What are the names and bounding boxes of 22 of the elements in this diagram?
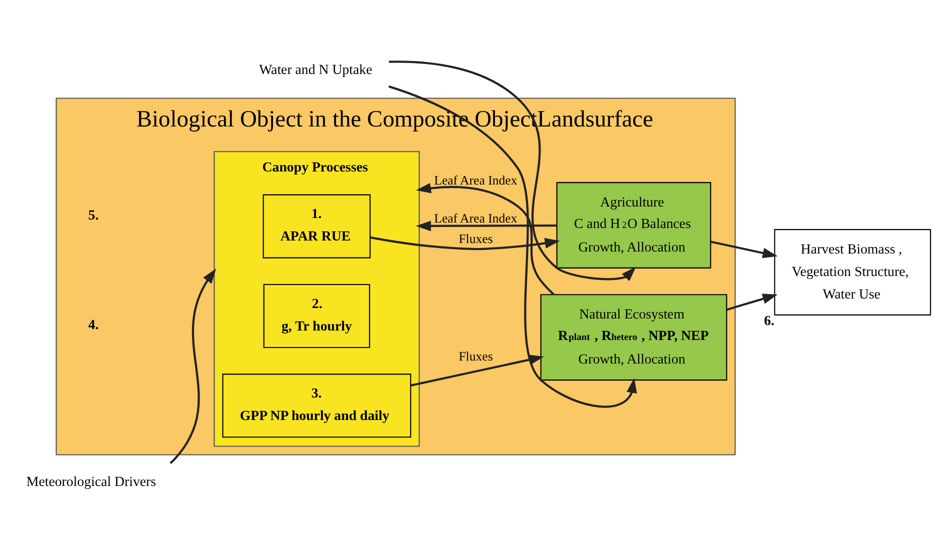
edge-label: Fluxes [458,349,493,364]
arrow [388,85,637,408]
label: 5. [88,208,99,224]
arrow [416,182,554,296]
node-box: 3. GPP NP hourly and daily [222,374,412,438]
arrow [726,294,778,311]
arrow [416,220,557,232]
edge-label: Leaf Area Index [434,212,518,226]
edge-label: Fluxes [458,232,493,246]
arrow [388,60,636,282]
node-box: Harvest Biomass , Vegetation Structure, Water Use [774,229,932,316]
node-box: Natural Ecosystem Rplant , Rhetero , NPP, NEP Growth, Allocation [540,294,728,381]
label: 4. [88,318,99,334]
node-box: 2. g, Tr hourly [263,284,370,348]
node-text: Water and N Uptake [259,63,372,78]
node-box: Agriculture C and H2O Balances Growth, Allocation [556,182,712,268]
node-text: Meteorological Drivers [26,475,156,490]
node-box: 1. APAR RUE [262,194,371,258]
node-label: 6. [764,314,774,329]
edge-label: Leaf Area Index [434,173,518,188]
arrow [370,236,560,250]
arrow [710,240,778,258]
